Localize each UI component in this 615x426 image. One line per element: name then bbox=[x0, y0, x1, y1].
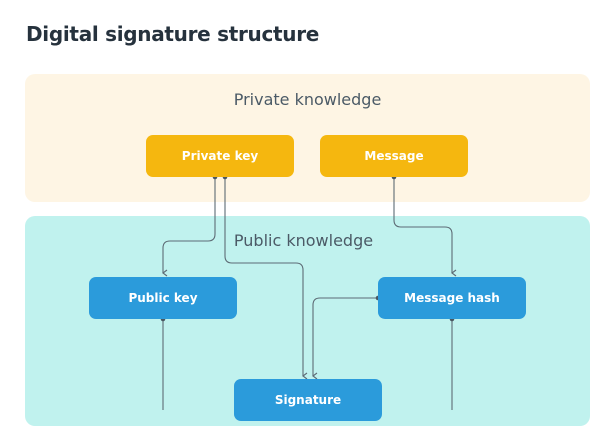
page-title: Digital signature structure bbox=[26, 22, 320, 46]
node-private-key[interactable]: Private key bbox=[146, 135, 294, 177]
node-message-label: Message bbox=[364, 149, 424, 163]
node-message[interactable]: Message bbox=[320, 135, 468, 177]
node-public-key-label: Public key bbox=[128, 291, 198, 305]
node-public-key[interactable]: Public key bbox=[89, 277, 237, 319]
private-knowledge-label: Private knowledge bbox=[233, 90, 382, 109]
node-message-hash-label: Message hash bbox=[404, 291, 500, 305]
node-message-hash[interactable]: Message hash bbox=[378, 277, 526, 319]
public-knowledge-label: Public knowledge bbox=[233, 231, 374, 250]
node-private-key-label: Private key bbox=[181, 149, 259, 163]
node-signature[interactable]: Signature bbox=[234, 379, 382, 421]
node-signature-label: Signature bbox=[274, 393, 342, 407]
private-knowledge-zone: Private knowledge bbox=[25, 74, 590, 202]
